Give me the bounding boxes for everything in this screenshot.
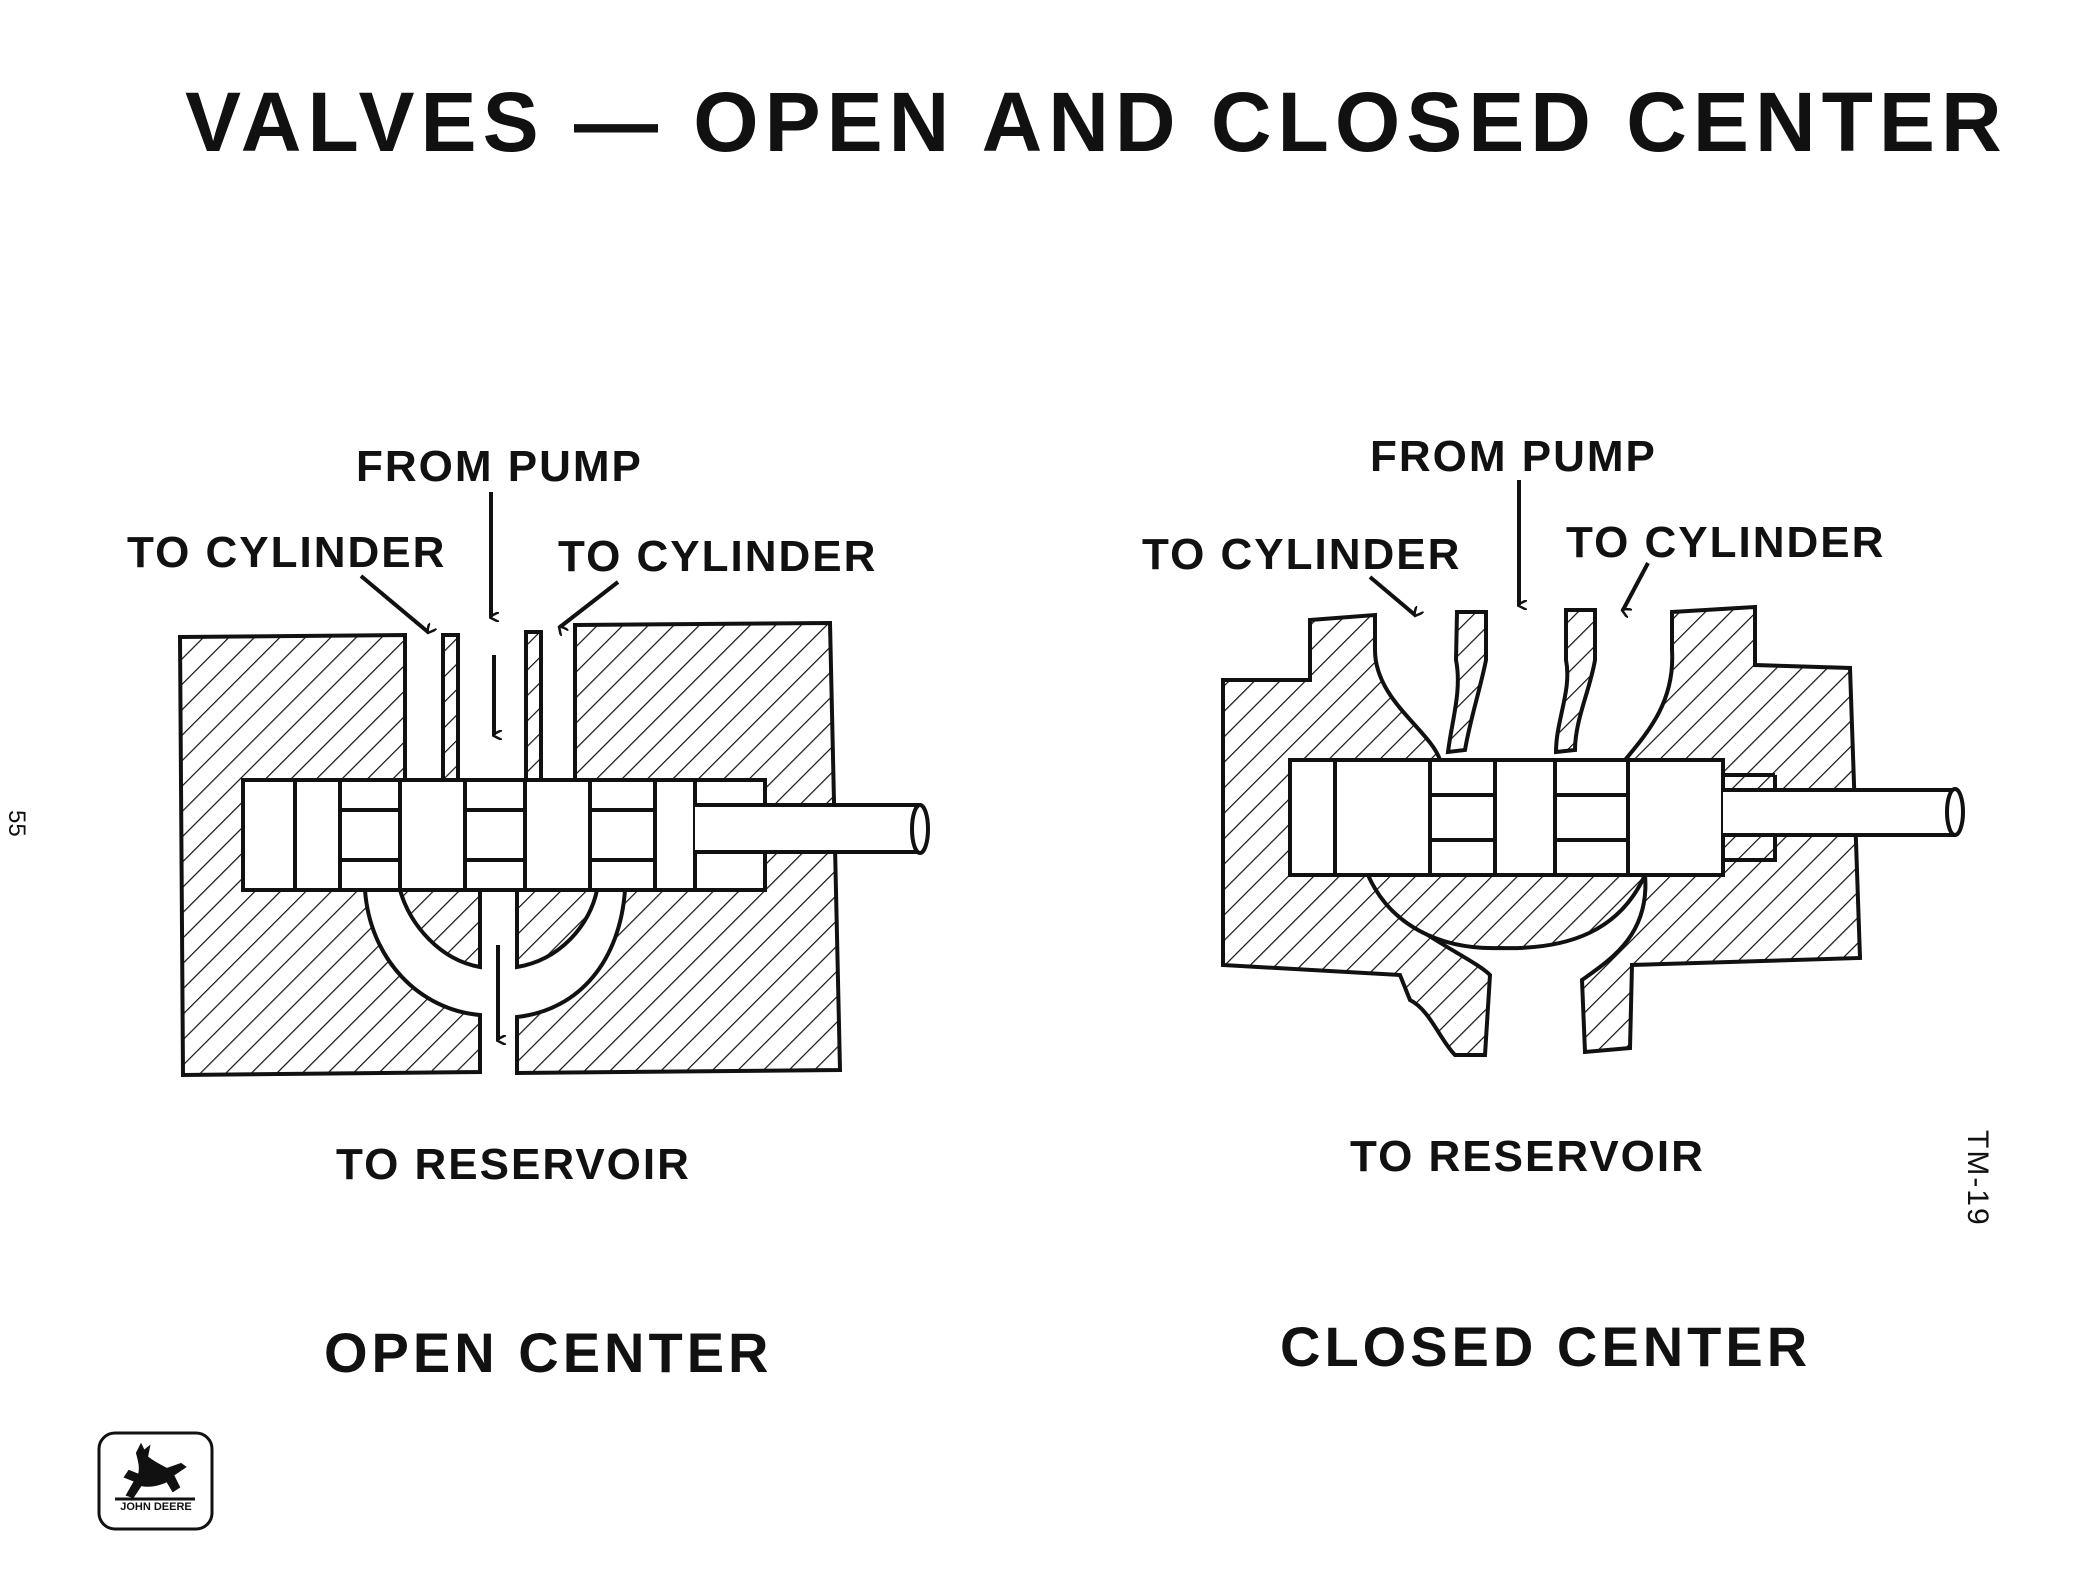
- logo-text: JOHN DEERE: [120, 1501, 192, 1513]
- closed-spool-land-4: [1626, 758, 1725, 877]
- closed-center-valve: [1221, 480, 1965, 1057]
- closed-to-reservoir-label: TO RESERVOIR: [1350, 1132, 1705, 1181]
- open-spool-land-1: [241, 778, 297, 892]
- closed-to-cylinder-right-label: TO CYLINDER: [1566, 518, 1886, 567]
- open-right-passage-wall: [515, 888, 600, 970]
- john-deere-logo: [97, 1431, 214, 1531]
- closed-left-pump-insert: [1445, 610, 1488, 755]
- closed-spool-land-1: [1288, 758, 1337, 877]
- open-spool-rod: [695, 803, 930, 854]
- closed-spool-land-3: [1493, 758, 1557, 877]
- page-title: VALVES — OPEN AND CLOSED CENTER: [185, 75, 2008, 169]
- open-to-cylinder-right-label: TO CYLINDER: [558, 532, 878, 581]
- closed-spool-land-2: [1333, 758, 1432, 877]
- open-spool-land-4: [523, 778, 592, 892]
- closed-spool-rod: [1723, 788, 1965, 837]
- closed-center-caption: CLOSED CENTER: [1280, 1315, 1812, 1378]
- open-left-port-tube: [441, 633, 460, 782]
- open-spool-land-3: [398, 778, 467, 892]
- open-to-reservoir-label: TO RESERVOIR: [336, 1140, 691, 1189]
- leaping-deer-icon: [115, 1442, 195, 1501]
- closed-to-cylinder-left-label: TO CYLINDER: [1142, 530, 1462, 579]
- open-left-passage-wall: [397, 888, 482, 970]
- open-spool-land-2: [293, 778, 342, 892]
- open-spool-land-5: [653, 778, 697, 892]
- closed-right-pump-insert: [1553, 608, 1597, 755]
- open-to-cylinder-left-label: TO CYLINDER: [127, 528, 447, 577]
- open-right-port-tube: [524, 630, 543, 782]
- open-center-caption: OPEN CENTER: [324, 1321, 773, 1384]
- open-from-pump-label: FROM PUMP: [356, 442, 643, 491]
- closed-center-plug: [1364, 873, 1649, 951]
- closed-from-pump-label: FROM PUMP: [1370, 432, 1657, 481]
- open-center-valve: [177, 492, 930, 1078]
